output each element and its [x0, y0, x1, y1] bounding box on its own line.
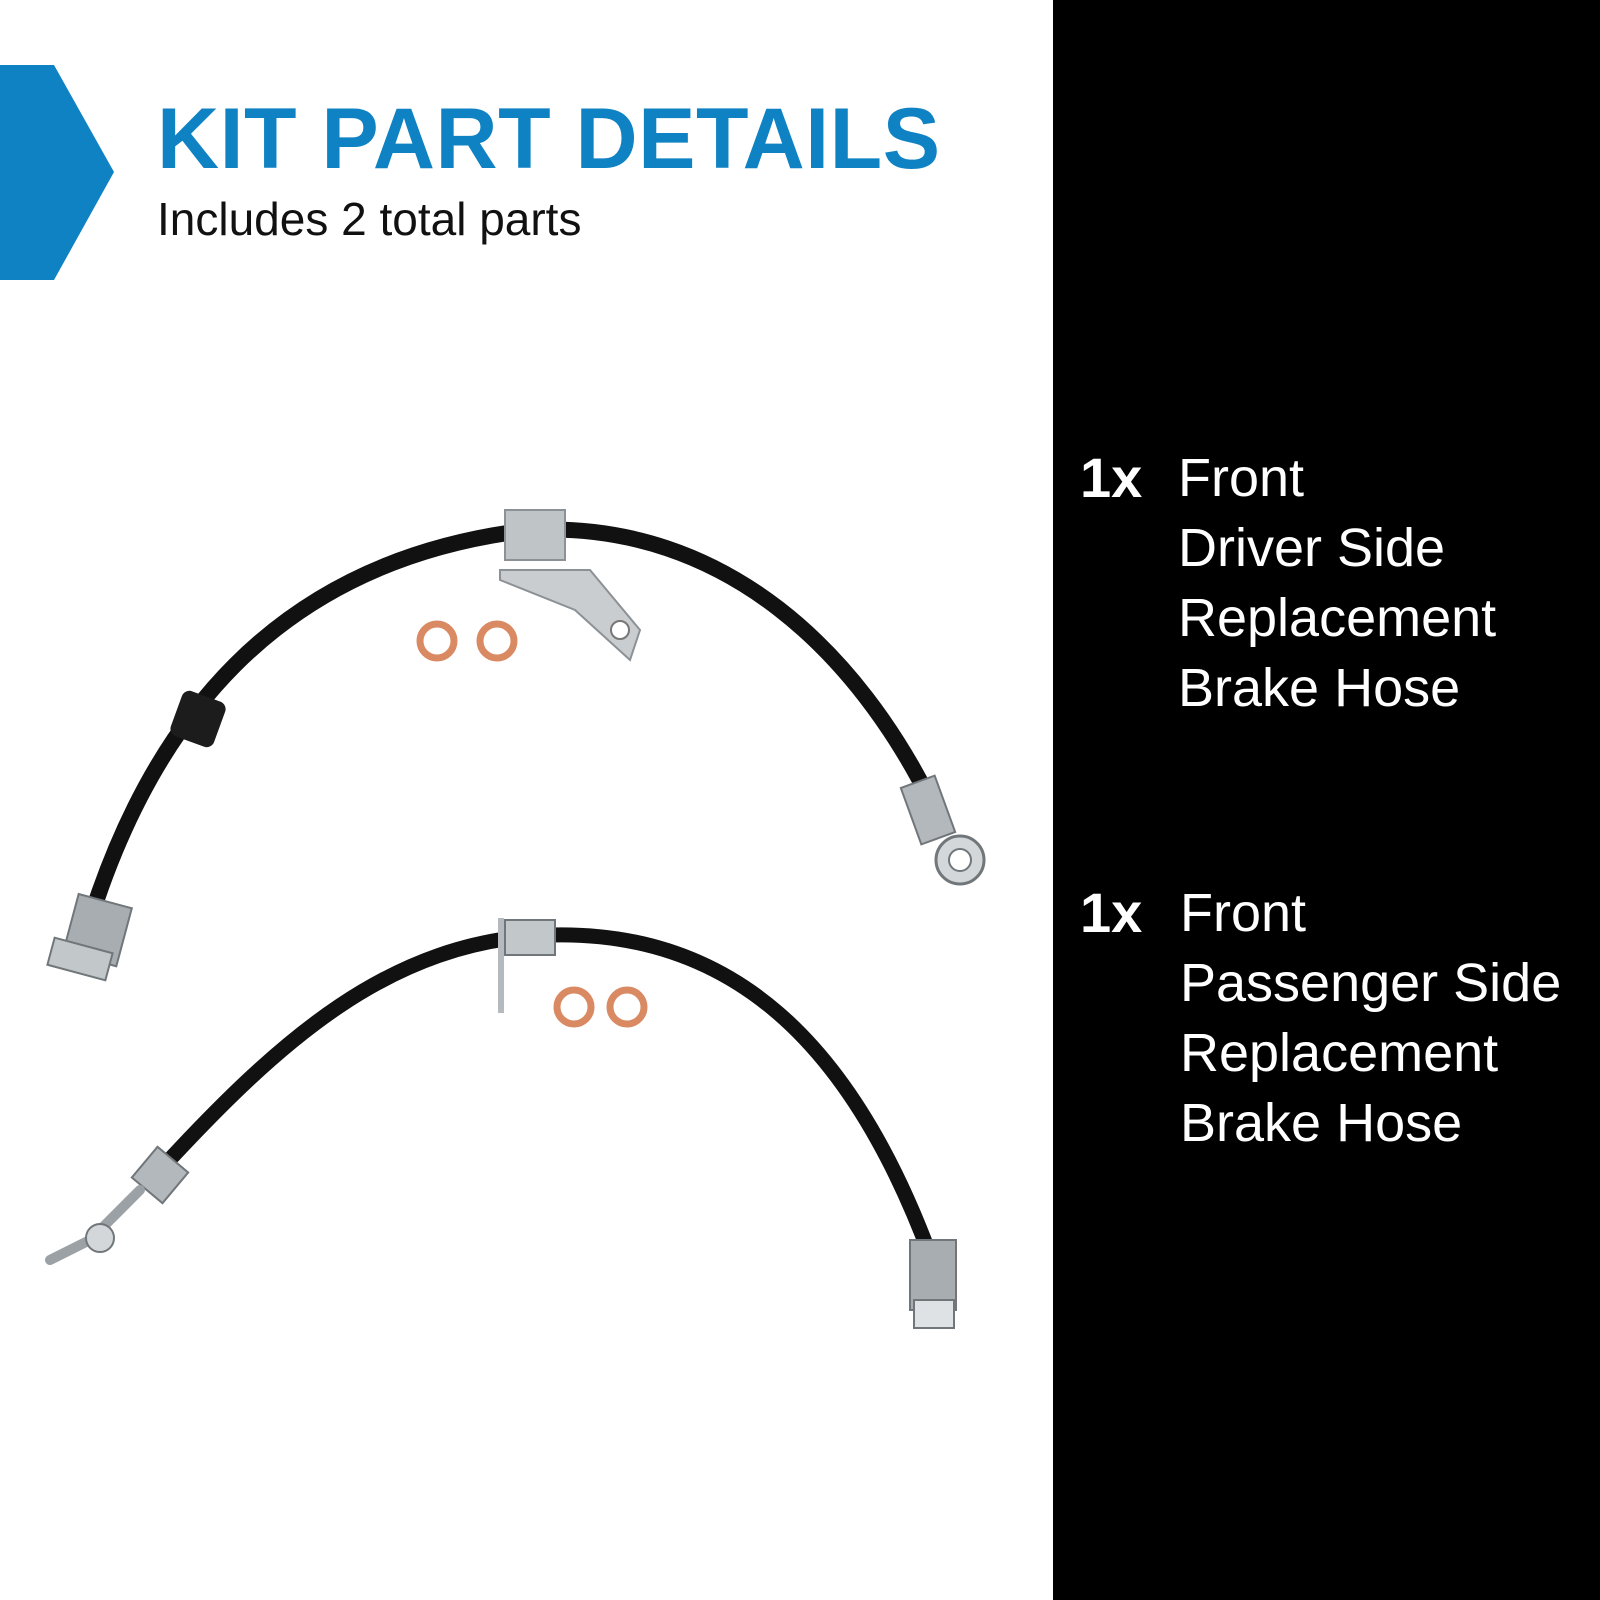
part-description-line: Replacement — [1178, 588, 1497, 648]
part-description-line: Brake Hose — [1178, 658, 1461, 718]
part-description-line: Brake Hose — [1180, 1093, 1463, 1153]
driver-side-hose — [46, 509, 986, 982]
left-panel: KIT PART DETAILS Includes 2 total parts — [0, 65, 986, 1329]
part-description: Front Driver Side Replacement Brake Hose — [1178, 443, 1496, 723]
part-description-line: Replacement — [1180, 1023, 1499, 1083]
part-quantity: 1x — [1080, 446, 1143, 509]
right-panel — [1053, 0, 1600, 1600]
brake-hoses-image — [45, 509, 986, 1329]
page-subtitle: Includes 2 total parts — [157, 193, 582, 245]
page-title: KIT PART DETAILS — [157, 91, 941, 187]
part-description-line: Passenger Side — [1180, 953, 1562, 1013]
accent-chevron-icon — [0, 65, 114, 280]
part-description: Front Passenger Side Replacement Brake H… — [1180, 878, 1561, 1158]
part-description-line: Driver Side — [1178, 518, 1446, 578]
passenger-side-hose — [45, 918, 957, 1329]
part-description-line: Front — [1180, 883, 1307, 943]
part-description-line: Front — [1178, 448, 1305, 508]
part-quantity: 1x — [1080, 881, 1143, 944]
